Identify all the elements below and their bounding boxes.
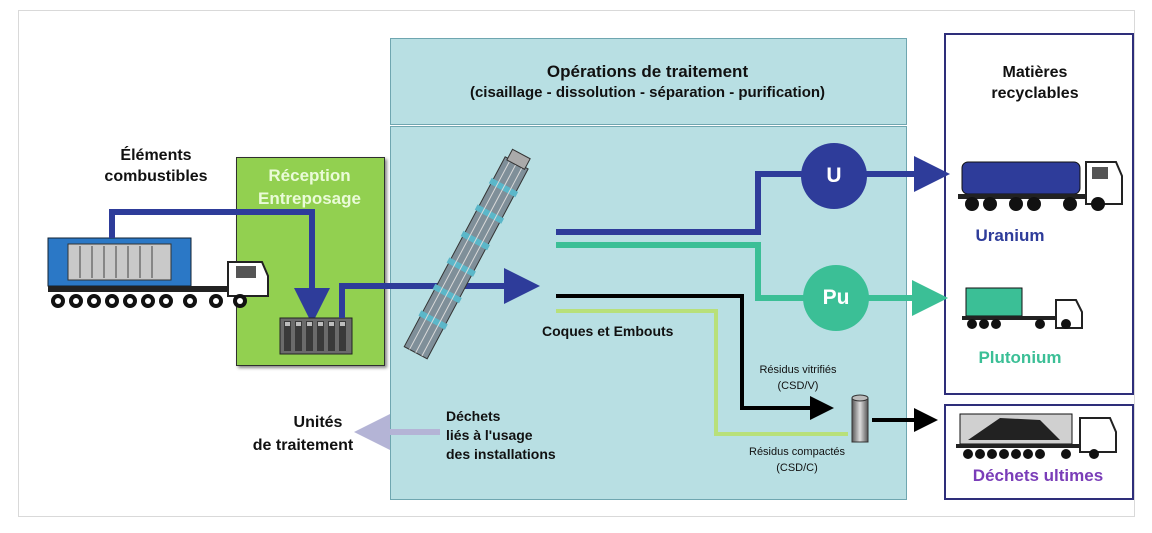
vitrified-line1: Résidus vitrifiés <box>759 364 837 376</box>
reception-line2: Entreposage <box>258 189 361 208</box>
uranium-truck-icon <box>958 161 1123 211</box>
fuel-elements-line2: combustibles <box>104 168 208 185</box>
operations-title: Opérations de traitement <box>546 62 749 81</box>
installation-waste-line2: liés à l'usage <box>446 427 533 443</box>
storage-rack-icon <box>279 317 353 355</box>
arrow-truck-to-storage <box>109 209 330 324</box>
treatment-units-line1: Unités <box>293 414 343 431</box>
recyclable-title-line2: recyclables <box>991 85 1079 102</box>
reception-line1: Réception <box>268 166 351 185</box>
operations-subtitle: (cisaillage - dissolution - séparation -… <box>469 84 826 101</box>
arrow-uranium <box>556 156 950 235</box>
treatment-units-line2: de traitement <box>252 437 354 454</box>
installation-waste-line1: Déchets <box>446 408 501 424</box>
line-compacted <box>556 309 848 436</box>
waste-canister-icon <box>851 394 869 443</box>
uranium-symbol: U <box>826 164 842 187</box>
fuel-transport-truck-icon <box>47 237 269 308</box>
arrow-plutonium <box>556 242 948 316</box>
vitrified-line2: (CSD/V) <box>777 380 819 392</box>
ultimate-waste-label: Déchets ultimes <box>972 466 1104 485</box>
compacted-line2: (CSD/C) <box>776 462 818 474</box>
fuel-assembly-icon <box>403 148 531 360</box>
recyclable-materials-box <box>944 33 1134 395</box>
uranium-node <box>801 143 867 209</box>
operations-header-box <box>390 38 907 125</box>
plutonium-symbol: Pu <box>822 286 850 309</box>
installation-waste-line3: des installations <box>446 446 556 462</box>
uranium-label: Uranium <box>975 226 1045 245</box>
plutonium-node <box>803 265 869 331</box>
fuel-elements-line1: Éléments <box>120 147 192 164</box>
coques-label: Coques et Embouts <box>542 323 674 339</box>
arrow-vitrified <box>556 294 834 420</box>
ultimate-waste-truck-icon <box>956 413 1117 459</box>
compacted-line1: Résidus compactés <box>749 446 845 458</box>
plutonium-truck-icon <box>962 287 1083 329</box>
plutonium-label: Plutonium <box>978 348 1062 367</box>
recyclable-title-line1: Matières <box>1002 64 1068 81</box>
